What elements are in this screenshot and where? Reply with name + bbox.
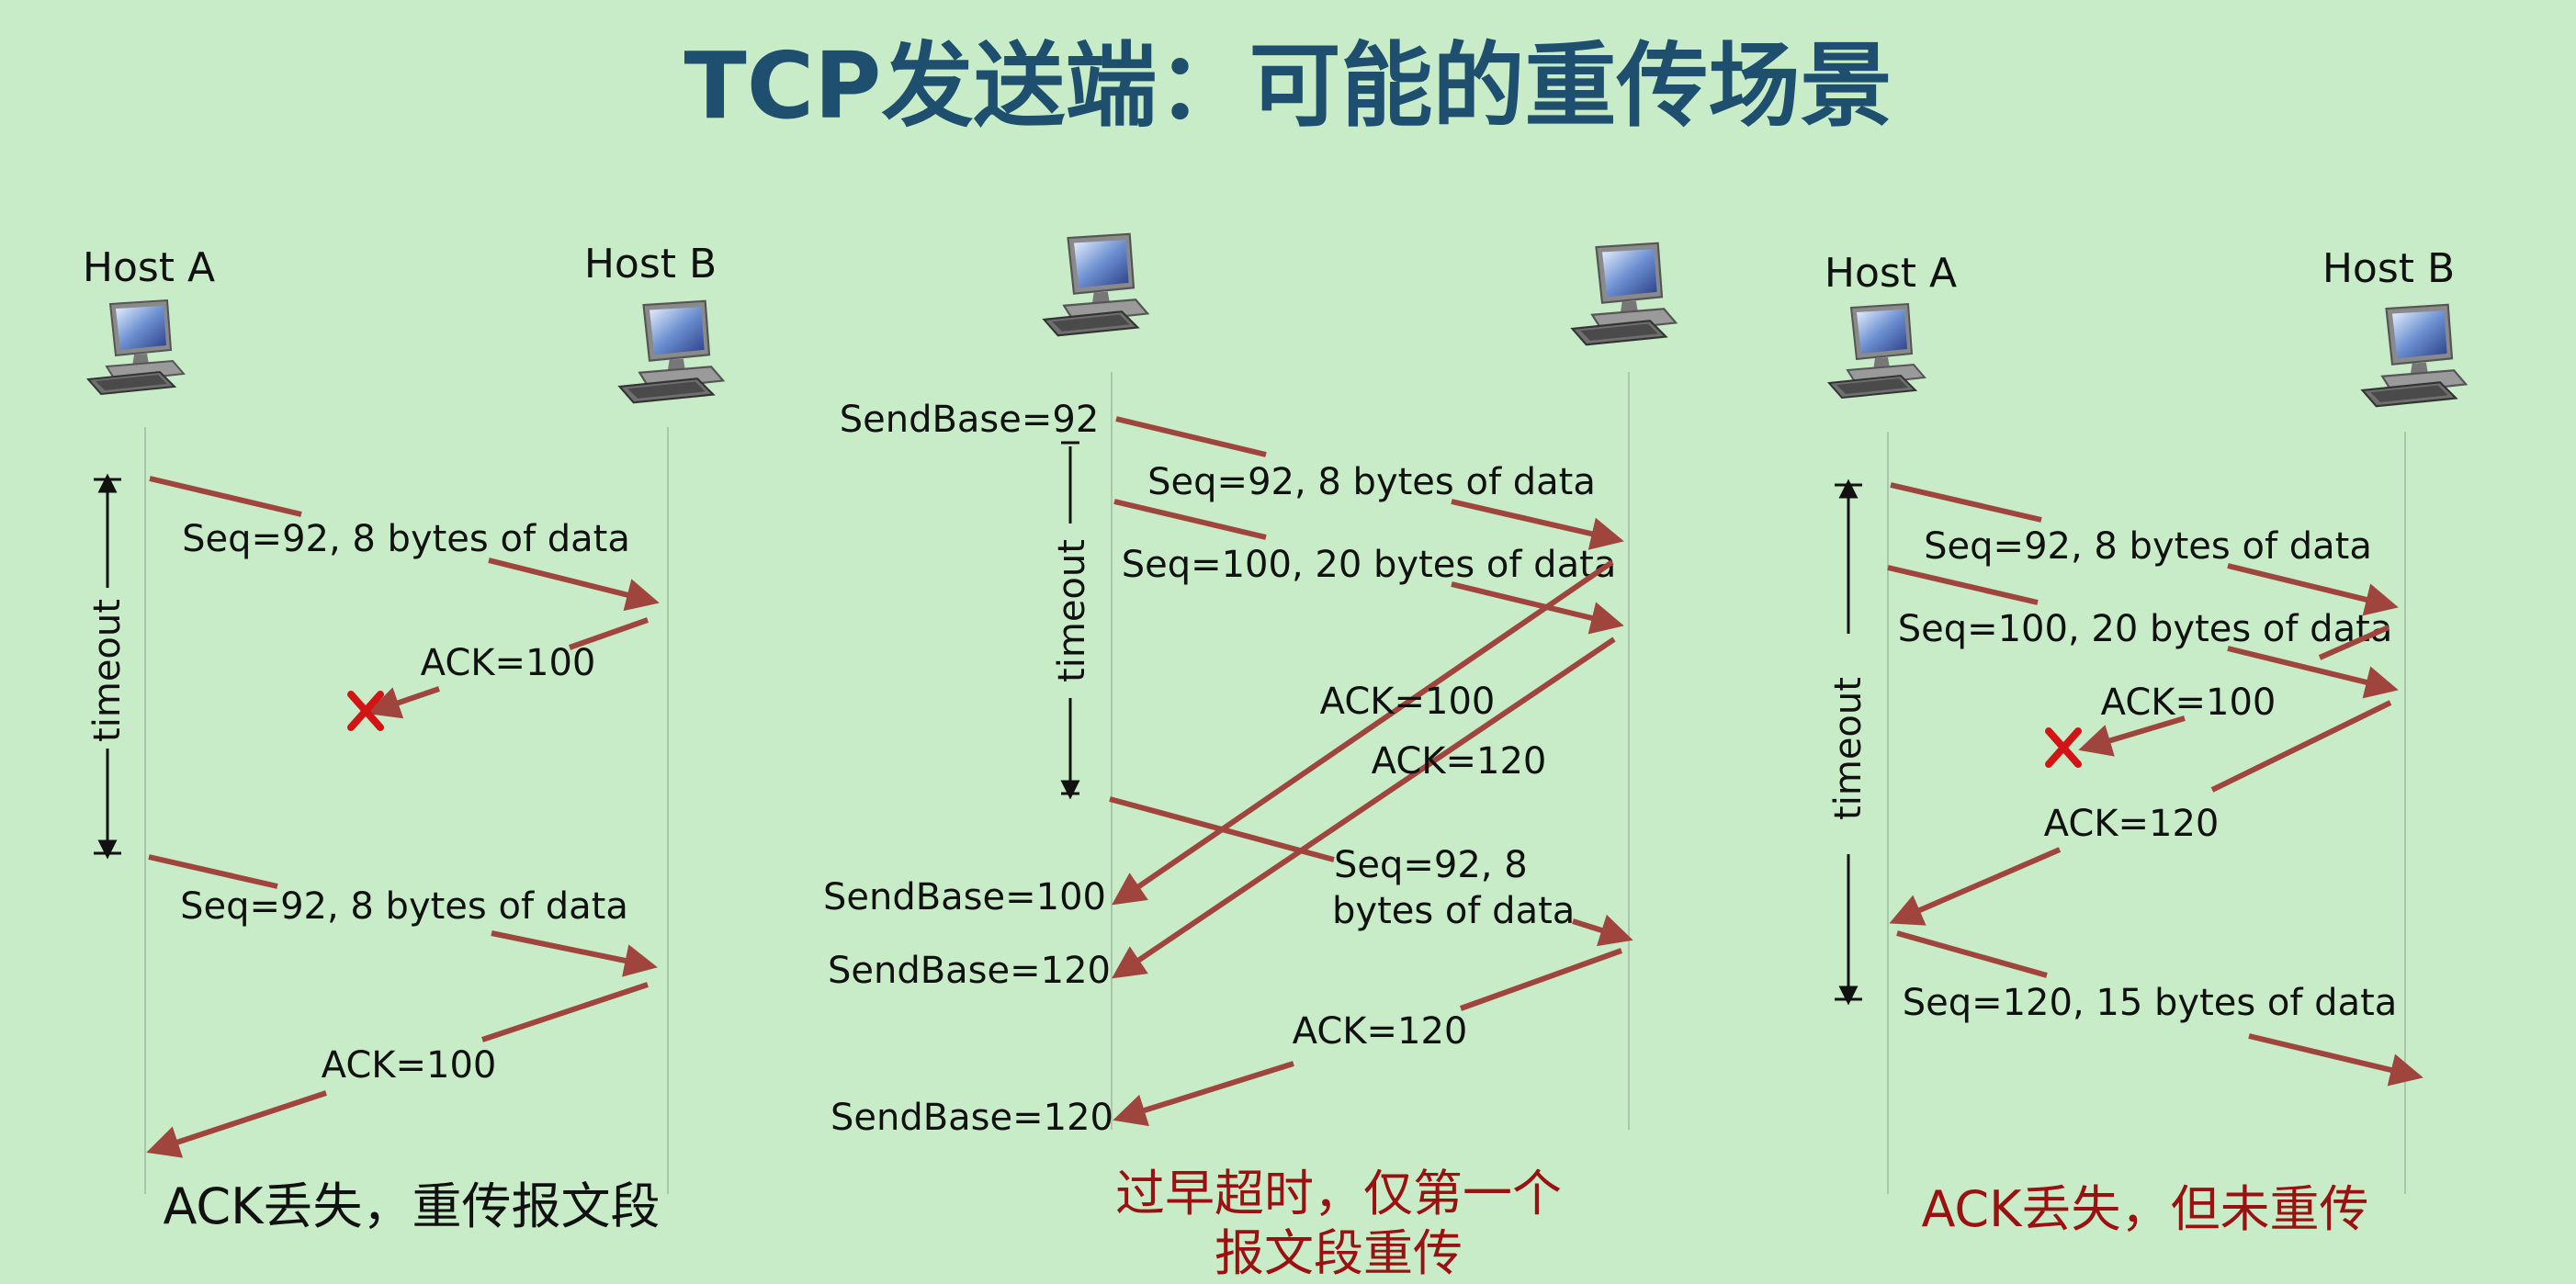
retx-seq92-arrow bbox=[491, 930, 658, 977]
host-b-computer-icon bbox=[1571, 242, 1678, 346]
seq100-label: Seq=100, 20 bytes of data bbox=[1898, 608, 2393, 650]
retx-seq92-label-1: Seq=92, 8 bbox=[1334, 844, 1528, 886]
seq120-label: Seq=120, 15 bytes of data bbox=[1903, 982, 2398, 1024]
ack120-line-a bbox=[2210, 700, 2392, 793]
seq120-arrow bbox=[2248, 1033, 2423, 1087]
host-b-computer-icon bbox=[2361, 303, 2468, 408]
ack100-label: ACK=100 bbox=[421, 642, 596, 684]
seq100-arrow bbox=[1451, 581, 1624, 635]
timeout-label: timeout bbox=[1827, 677, 1870, 820]
ack120-arrow bbox=[1889, 847, 2062, 926]
host-a-label: Host A bbox=[1825, 250, 1957, 297]
scenario-premature-timeout: SendBase=92 timeout Seq=92, 8 bytes of d… bbox=[823, 232, 1678, 1282]
seq100-arrow bbox=[2227, 646, 2399, 699]
host-b-computer-icon bbox=[618, 299, 725, 404]
sendbase-120b: SendBase=120 bbox=[830, 1097, 1113, 1139]
ack100-label: ACK=100 bbox=[1320, 681, 1496, 723]
sendbase-92: SendBase=92 bbox=[840, 399, 1100, 441]
scenario-caption: ACK丢失，重传报文段 bbox=[163, 1177, 660, 1235]
seq120-line-a bbox=[1896, 930, 2048, 978]
loss-x-icon bbox=[347, 691, 384, 731]
scenario-ack-lost-no-retx: Host A Host B timeout Seq=92, 8 bytes of… bbox=[1825, 245, 2468, 1238]
sendbase-120: SendBase=120 bbox=[828, 950, 1111, 992]
retx-seq92-line-a bbox=[148, 854, 278, 889]
ack100-arrow bbox=[367, 686, 440, 719]
seq100-line-a bbox=[1887, 565, 2039, 605]
seq100-label: Seq=100, 20 bytes of data bbox=[1122, 544, 1617, 586]
host-a-computer-icon bbox=[1827, 302, 1926, 400]
host-b-label: Host B bbox=[584, 241, 717, 287]
ack120b-arrow bbox=[1113, 1061, 1294, 1127]
seg-seq92-line-a bbox=[149, 476, 302, 517]
seg-seq92-arrow bbox=[488, 558, 660, 612]
ack100-arrow bbox=[2078, 715, 2186, 757]
seq92-label: Seq=92, 8 bytes of data bbox=[1147, 461, 1596, 503]
scenario-caption-line2: 报文段重传 bbox=[1215, 1224, 1463, 1282]
timeout-label: timeout bbox=[86, 599, 129, 742]
ack100-label: ACK=100 bbox=[2101, 681, 2277, 724]
page-title: TCP发送端：可能的重传场景 bbox=[684, 32, 1892, 140]
seq92-label: Seq=92, 8 bytes of data bbox=[1924, 525, 2372, 568]
host-a-computer-icon bbox=[86, 298, 186, 396]
ack120-arrow bbox=[1112, 636, 1616, 979]
ack100-arrow bbox=[1112, 559, 1614, 906]
seq92-line-a bbox=[1890, 482, 2042, 523]
scenario-caption: ACK丢失，但未重传 bbox=[1921, 1180, 2368, 1238]
ack100-line-a bbox=[569, 617, 649, 650]
retx-seq92-label: Seq=92, 8 bytes of data bbox=[180, 885, 628, 928]
seq92-arrow bbox=[2227, 563, 2399, 616]
ack120-label: ACK=120 bbox=[1372, 740, 1547, 783]
host-a-label: Host A bbox=[83, 244, 215, 291]
seg-seq92-label: Seq=92, 8 bytes of data bbox=[182, 518, 630, 560]
retx-seq92-label-2: bytes of data bbox=[1332, 890, 1575, 932]
loss-x-icon bbox=[2045, 727, 2082, 768]
timeout-label: timeout bbox=[1051, 539, 1093, 682]
sendbase-100: SendBase=100 bbox=[823, 876, 1106, 918]
scenario-ack-lost: Host A Host B timeout Seq=92, 8 bytes of… bbox=[83, 241, 725, 1235]
host-b-label: Host B bbox=[2322, 245, 2455, 292]
seq92-arrow bbox=[1451, 499, 1624, 550]
host-a-computer-icon bbox=[1043, 232, 1149, 337]
ack120b-label: ACK=120 bbox=[1293, 1010, 1468, 1053]
scenario-caption-line1: 过早超时，仅第一个 bbox=[1115, 1165, 1562, 1222]
retx-seq92-arrow bbox=[1572, 914, 1633, 947]
ack100-line-a bbox=[2318, 625, 2390, 660]
ack100b-line-a bbox=[481, 982, 649, 1042]
ack100b-label: ACK=100 bbox=[322, 1044, 497, 1087]
ack120b-line-a bbox=[1459, 948, 1623, 1011]
seq92-line-a bbox=[1115, 416, 1267, 457]
ack100b-arrow bbox=[146, 1090, 327, 1158]
retx-seq92-line-a bbox=[1109, 796, 1335, 862]
seq100-line-a bbox=[1113, 499, 1267, 540]
ack120-label: ACK=120 bbox=[2044, 803, 2220, 845]
